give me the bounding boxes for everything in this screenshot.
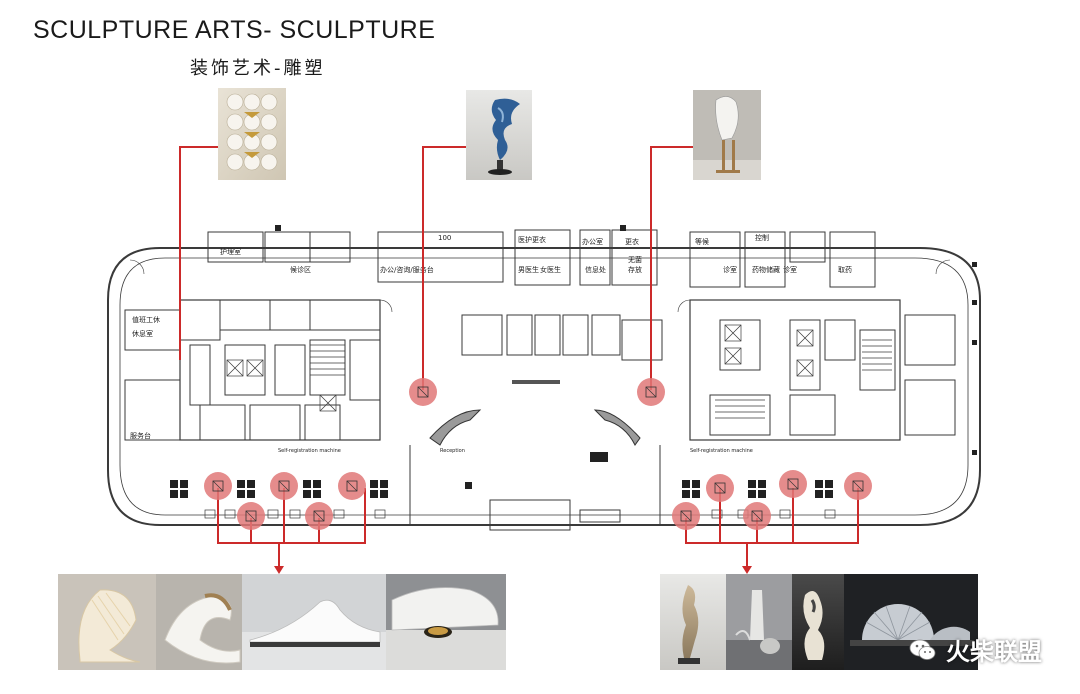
room-label: 等候 xyxy=(695,237,709,246)
sculpture-marker[interactable] xyxy=(338,472,366,500)
arrow-down-icon xyxy=(742,566,752,574)
leader-arrows xyxy=(274,566,752,574)
room-label: 休息室 xyxy=(132,329,153,338)
room-label: 控制 xyxy=(755,233,769,242)
room-labels: 100 办公/咨询/服务台 医护更衣 男医生 女医生 办公室 信息处 更衣 无菌… xyxy=(130,233,852,454)
leader-line-right-group xyxy=(685,488,859,544)
room-label: 信息处 xyxy=(585,265,606,274)
elevator-shafts-left xyxy=(226,359,337,412)
sculpture-marker[interactable] xyxy=(409,378,437,406)
sculpture-blue-figure xyxy=(466,90,532,180)
stair-right xyxy=(715,339,892,419)
floor-plan xyxy=(107,225,981,531)
sculpture-marker[interactable] xyxy=(637,378,665,406)
arrow-down-icon xyxy=(274,566,284,574)
stair-left xyxy=(310,344,345,376)
room-label: 诊室 xyxy=(783,265,797,274)
room-label: 女医生 xyxy=(540,265,561,274)
room-label: 办公室 xyxy=(582,237,603,246)
leader-lines xyxy=(179,146,859,567)
watermark-text: 火柴联盟 xyxy=(946,638,1042,666)
room-label: 服务台 xyxy=(130,431,151,440)
room-label: 存放 xyxy=(628,265,642,274)
sculpture-bronze-forms xyxy=(792,574,844,670)
room-label: 药物储藏 xyxy=(752,265,780,274)
page-subtitle: 装饰艺术-雕塑 xyxy=(190,58,326,79)
sculpture-marker[interactable] xyxy=(672,502,700,530)
door-swings xyxy=(129,259,951,313)
room-label: 诊室 xyxy=(723,265,737,274)
leader-line-white-tower xyxy=(650,146,693,390)
room-label: 取药 xyxy=(838,265,852,274)
page-title: SCULPTURE ARTS- SCULPTURE xyxy=(33,16,436,44)
wechat-icon xyxy=(909,639,936,660)
sculpture-marker[interactable] xyxy=(844,472,872,500)
sculpture-grey-column xyxy=(726,574,792,670)
room-label: 男医生 xyxy=(518,265,539,274)
sculpture-shell-lamp xyxy=(58,574,156,670)
bottom-fixtures xyxy=(204,509,836,519)
sculpture-curved-ribbon xyxy=(156,574,242,670)
room-label: 值班工休 xyxy=(132,315,160,324)
room-label: 护理室 xyxy=(220,247,241,256)
room-label: Self-registration machine xyxy=(690,448,753,454)
entrance-corridor xyxy=(409,445,661,525)
sculpture-white-tower xyxy=(693,90,761,180)
room-label: 无菌 xyxy=(628,255,642,264)
room-label: Self-registration machine xyxy=(278,448,341,454)
sculpture-marker[interactable] xyxy=(305,502,333,530)
sculpture-marker[interactable] xyxy=(204,472,232,500)
sculpture-marker[interactable] xyxy=(270,472,298,500)
plan-inner-wall xyxy=(119,257,969,516)
sculpture-abstract-totem xyxy=(660,574,726,670)
reception-desk-left xyxy=(429,409,482,446)
room-label: 办公/咨询/服务台 xyxy=(380,265,434,274)
room-label: 医护更衣 xyxy=(518,235,546,244)
leader-line-left-group xyxy=(217,488,366,544)
sculpture-white-wave xyxy=(242,574,386,670)
sculpture-markers xyxy=(204,378,872,530)
leader-line-blue-figure xyxy=(422,146,466,390)
sculpture-marker[interactable] xyxy=(706,474,734,502)
room-label: 候诊区 xyxy=(290,265,311,274)
reception-desk-right xyxy=(593,409,641,446)
sculpture-marker[interactable] xyxy=(743,502,771,530)
sculpture-wall-panel xyxy=(218,88,286,180)
sculpture-marker[interactable] xyxy=(779,470,807,498)
room-label: Reception xyxy=(440,448,465,454)
room-label: 更衣 xyxy=(625,237,639,246)
sculpture-marker[interactable] xyxy=(237,502,265,530)
sculpture-fan-disc xyxy=(844,574,978,670)
elevator-shafts-right xyxy=(724,324,814,377)
seating-clusters xyxy=(170,225,977,498)
plan-outer-wall xyxy=(107,247,981,526)
sculpture-white-block xyxy=(386,574,506,670)
leader-line-wall-panel xyxy=(179,146,218,360)
watermark: 火柴联盟 xyxy=(908,632,1042,667)
room-label: 100 xyxy=(438,234,451,242)
